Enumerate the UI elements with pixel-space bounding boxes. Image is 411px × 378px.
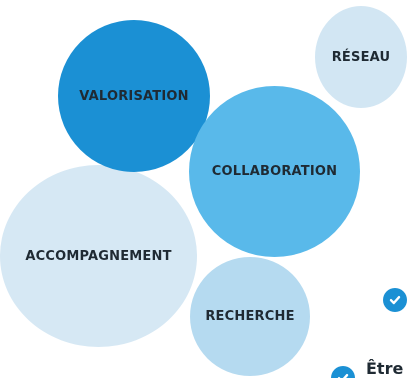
bubble-accompagnement: ACCOMPAGNEMENT (0, 165, 197, 347)
bubble-reseau: RÉSEAU (315, 6, 407, 108)
check-circle-icon (383, 288, 407, 312)
check-circle-icon (331, 366, 355, 378)
bubble-label-reseau: RÉSEAU (331, 49, 391, 65)
bubble-label-valorisation: VALORISATION (79, 88, 189, 104)
bubble-label-recherche: RECHERCHE (205, 309, 295, 324)
bubble-recherche: RECHERCHE (190, 257, 310, 376)
bubble-label-accompagnement: ACCOMPAGNEMENT (25, 248, 172, 264)
bubble-valorisation: VALORISATION (58, 20, 210, 172)
bubble-label-collaboration: COLLABORATION (211, 164, 338, 179)
bubble-collaboration: COLLABORATION (189, 86, 360, 257)
list-item-text: Être (366, 359, 404, 378)
